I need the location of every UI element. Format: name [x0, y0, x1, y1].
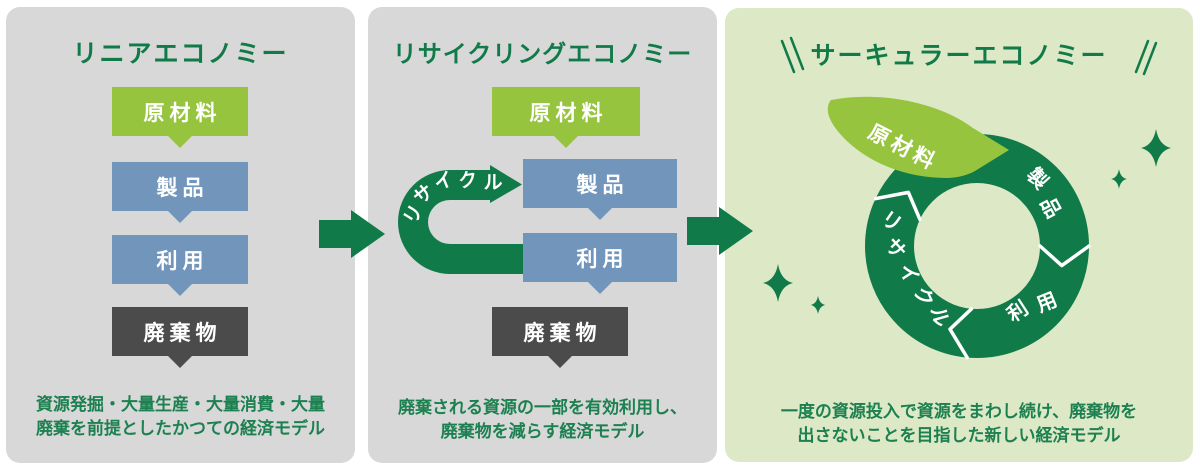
circular-economy-title: サーキュラーエコノミー: [810, 42, 1108, 70]
flow-box-product: 製品: [523, 159, 677, 208]
flow-box-raw-material: 原材料: [492, 87, 640, 136]
arrow-linear-to-recycling-icon: [319, 210, 385, 258]
sparkle-icon: [1141, 129, 1171, 167]
flow-box-waste: 廃棄物: [112, 307, 248, 356]
circular-economy-description: 一度の資源投入で資源をまわし続け、廃棄物を 出さないことを目指した新しい経済モデ…: [725, 400, 1193, 448]
raw-material-swoosh-arrow: [827, 96, 1009, 178]
flow-box-label: 廃棄物: [523, 321, 602, 345]
linear-economy-description: 資源発掘・大量生産・大量消費・大量 廃棄を前提としたかつての経済モデル: [6, 393, 355, 441]
title-slashes-left-icon: [780, 36, 805, 74]
flow-box-label: 利用: [156, 249, 209, 273]
recycling-economy-title: リサイクリングエコノミー: [392, 41, 693, 68]
recycling-economy-panel: リサイクリングエコノミー リ サ イ ク ル 原材料 製品 利用 廃棄物 廃棄さ…: [368, 7, 717, 463]
circular-economy-panel: サーキュラーエコノミー 原材料 製 品 利 用: [725, 8, 1193, 462]
flow-box-waste: 廃棄物: [492, 307, 628, 356]
linear-economy-panel: リニアエコノミー 原材料 製品 利用 廃棄物 資源発掘・大量生産・大量消費・大量…: [6, 7, 355, 463]
flow-box-product: 製品: [112, 162, 248, 211]
recycle-loop-arrowhead-icon: [490, 165, 522, 203]
recycling-economy-description: 廃棄される資源の一部を有効利用し、 廃棄物を減らす経済モデル: [368, 396, 717, 444]
flow-box-label: 原材料: [143, 101, 222, 125]
flow-box-use: 利用: [112, 235, 248, 284]
loop-char: ル: [483, 173, 502, 194]
circular-economy-diagram: 原材料 製 品 利 用 リ サ イ ク ル: [763, 36, 1171, 360]
description-line: 出さないことを目指した新しい経済モデル: [797, 426, 1121, 446]
title-slashes-right-icon: [1134, 39, 1158, 76]
description-line: 廃棄を前提としたかつての経済モデル: [36, 419, 325, 439]
linear-economy-title: リニアエコノミー: [72, 40, 289, 68]
flow-box-label: 製品: [156, 176, 209, 200]
chevron-icon: [873, 190, 922, 222]
flow-box-use: 利用: [523, 233, 677, 282]
sparkle-icons: [763, 129, 1171, 315]
chevron-icon: [1038, 244, 1091, 268]
sparkle-icon: [763, 264, 793, 302]
chevron-icon: [948, 307, 974, 360]
description-line: 廃棄物を減らす経済モデル: [440, 422, 645, 442]
arrow-recycling-to-circular-icon: [687, 207, 753, 255]
flow-box-raw-material: 原材料: [112, 87, 248, 136]
recycle-loop-band: [398, 170, 523, 274]
sparkle-icon: [1111, 169, 1127, 189]
description-line: 廃棄される資源の一部を有効利用し、: [398, 398, 687, 417]
description-line: 資源発掘・大量生産・大量消費・大量: [36, 395, 325, 414]
description-line: 一度の資源投入で資源をまわし続け、廃棄物を: [780, 402, 1138, 421]
loop-char: ク: [457, 168, 479, 192]
flow-box-label: 製品: [576, 173, 629, 197]
ring-segment-separators: [873, 190, 1091, 360]
flow-box-label: 原材料: [529, 101, 608, 125]
sparkle-icon: [810, 295, 826, 315]
recycle-loop-arrow: リ サ イ ク ル: [398, 165, 523, 274]
flow-box-label: 廃棄物: [143, 321, 222, 345]
flow-box-label: 利用: [576, 247, 629, 271]
